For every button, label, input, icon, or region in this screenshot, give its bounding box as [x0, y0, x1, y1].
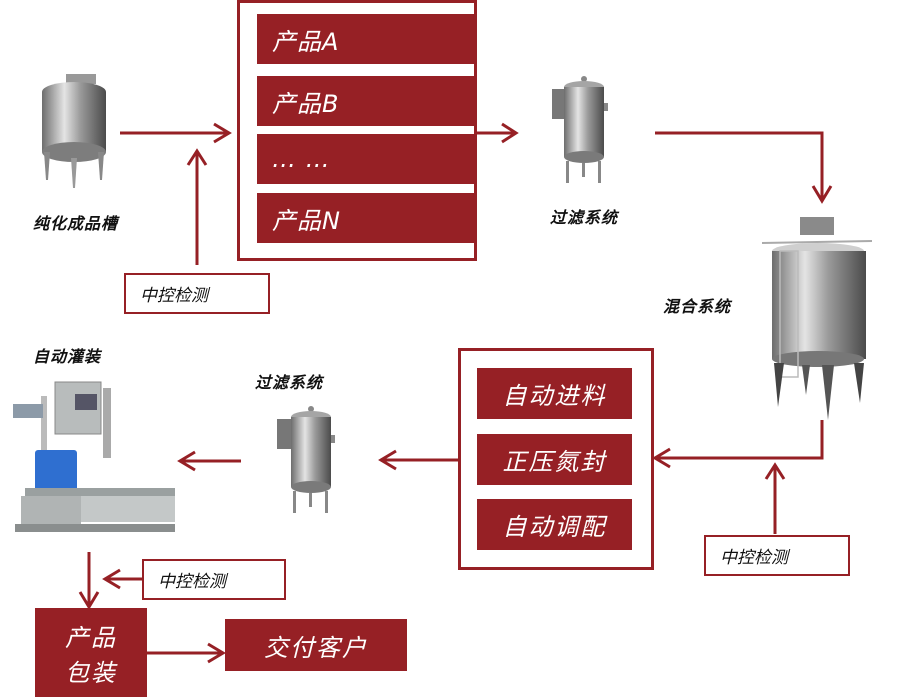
- arrowhead: [378, 449, 397, 471]
- delivery-box: 交付客户: [225, 619, 407, 671]
- arrowhead: [811, 185, 833, 204]
- mixing-label: 混合系统: [663, 297, 732, 316]
- product-item: 产品B: [257, 76, 474, 126]
- packaging-line1: 产品: [65, 623, 117, 652]
- quality-check-bottom: 中控检测: [142, 559, 286, 600]
- arrowhead: [78, 591, 100, 610]
- storage-tank-icon: [38, 70, 110, 190]
- filling-machine-icon: [5, 378, 180, 543]
- process-item: 正压氮封: [477, 434, 632, 485]
- arrowhead: [177, 450, 196, 472]
- quality-check-bottom-text: 中控检测: [158, 572, 226, 592]
- product-item: … …: [257, 134, 474, 184]
- packaging-box: 产品 包装: [35, 608, 147, 697]
- quality-check-top: 中控检测: [124, 273, 270, 314]
- arrow-mixing-to-process: [656, 420, 824, 460]
- arrow-filter-to-mixing: [655, 131, 824, 200]
- arrowhead: [207, 642, 226, 664]
- mixing-tank-icon: [761, 215, 882, 420]
- filling-label: 自动灌装: [33, 347, 102, 366]
- quality-check-right: 中控检测: [704, 535, 850, 576]
- filter-housing-icon: [273, 405, 337, 515]
- filter-bottom-label: 过滤系统: [255, 373, 324, 392]
- arrowhead: [186, 148, 208, 166]
- purified-tank-label: 纯化成品槽: [33, 214, 119, 233]
- arrowhead: [764, 462, 786, 480]
- filter-top-label: 过滤系统: [550, 208, 619, 227]
- product-item: 产品A: [257, 14, 474, 64]
- packaging-line2: 包装: [65, 658, 117, 687]
- filter-housing-icon: [548, 75, 608, 185]
- arrowhead: [501, 122, 519, 144]
- arrowhead: [213, 122, 232, 144]
- process-item: 自动进料: [477, 368, 632, 419]
- arrowhead: [102, 568, 121, 590]
- product-item: 产品N: [257, 193, 474, 243]
- arrowhead: [652, 447, 671, 469]
- process-item: 自动调配: [477, 499, 632, 550]
